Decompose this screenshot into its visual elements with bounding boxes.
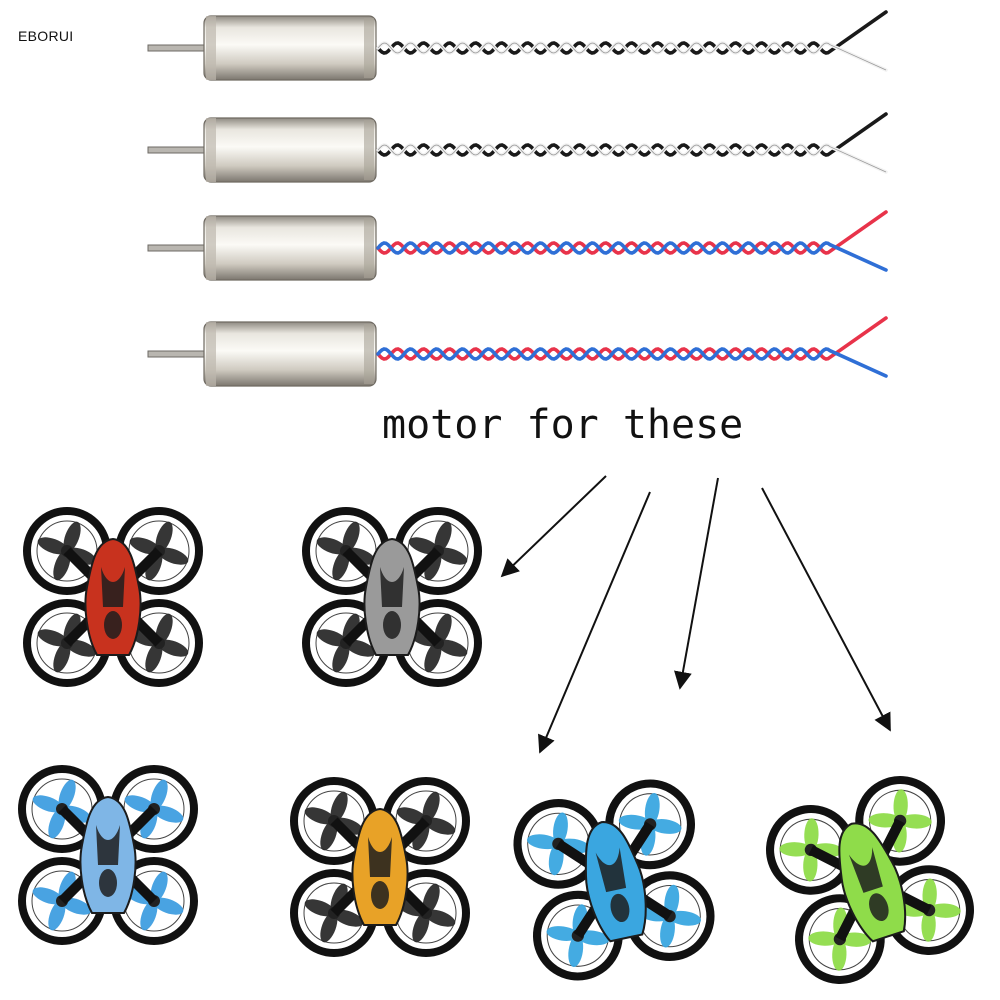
arrow-group bbox=[500, 475, 891, 754]
caption-text: motor for these bbox=[382, 402, 744, 448]
quadcopter-drone bbox=[23, 507, 203, 687]
motor-wires bbox=[376, 316, 888, 378]
arrow bbox=[538, 491, 651, 754]
quadcopter-drone bbox=[18, 765, 198, 945]
motor-group bbox=[147, 10, 888, 387]
drone-group bbox=[18, 507, 975, 985]
coreless-motor bbox=[147, 112, 888, 183]
motor-wires bbox=[376, 10, 888, 72]
arrow bbox=[674, 477, 719, 690]
arrow bbox=[500, 475, 607, 578]
brand-logo: EBORUI bbox=[18, 28, 74, 44]
quadcopter-drone bbox=[290, 777, 470, 957]
coreless-motor bbox=[147, 10, 888, 81]
coreless-motor bbox=[147, 210, 888, 281]
quadcopter-drone bbox=[302, 507, 482, 687]
quadcopter-drone bbox=[513, 779, 715, 981]
motor-wires bbox=[376, 112, 888, 174]
arrow bbox=[761, 487, 891, 732]
quadcopter-drone bbox=[765, 775, 975, 985]
motor-wires bbox=[376, 210, 888, 272]
coreless-motor bbox=[147, 316, 888, 387]
